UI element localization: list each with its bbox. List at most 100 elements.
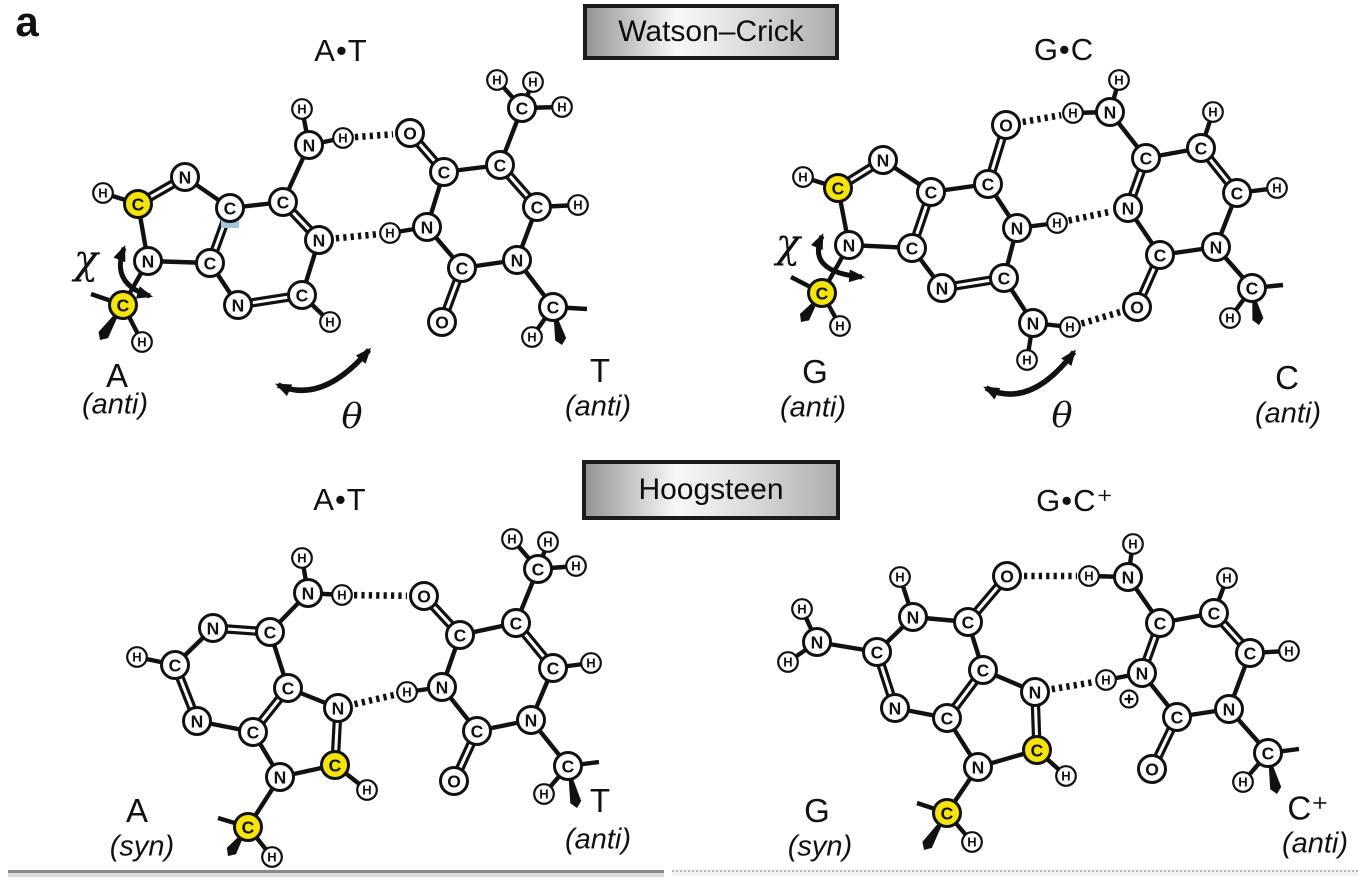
atom-A_N7 [170, 162, 200, 192]
atom-A_C6 [268, 187, 298, 217]
atom-C_C4 [1145, 608, 1175, 638]
atom-label: C [169, 655, 182, 675]
atom-A_H2 [319, 311, 341, 333]
hydrogen-bond [1051, 678, 1095, 693]
atom-A_N3 [182, 706, 212, 736]
theta-symbol-wc-gc: θ [1051, 396, 1073, 436]
atom-A_C1p [233, 812, 263, 842]
atom-label: H [586, 656, 595, 671]
atom-label: O [417, 586, 431, 606]
atom-label: N [877, 150, 890, 170]
atom-T_HM2 [537, 531, 559, 553]
atom-G_H1 [1046, 212, 1068, 234]
atom-label: O [1145, 759, 1159, 779]
atom-label: C [296, 285, 309, 305]
atom-label: H [1225, 311, 1234, 326]
atom-G_C6 [953, 607, 983, 637]
atom-G_H21 [1059, 316, 1081, 338]
atom-label: H [527, 330, 536, 345]
atom-G_C1p [932, 798, 962, 828]
atom-G_H21 [791, 598, 813, 620]
atom-label: O [447, 771, 461, 791]
conformation-t-wc: (anti) [564, 390, 632, 423]
atom-label: H [402, 685, 411, 700]
pair-label-wc-at: A•T [314, 33, 368, 68]
atom-A_N6 [294, 130, 324, 160]
atom-T_H3 [396, 681, 418, 703]
atom-label: H [539, 787, 548, 802]
atom-A_N6 [293, 578, 323, 608]
atom-C_C2 [1162, 702, 1192, 732]
atom-G_N2 [802, 627, 832, 657]
atom-T_N3 [412, 212, 442, 242]
atom-T_C1p [553, 751, 583, 781]
atom-label: C [998, 268, 1011, 288]
atom-T_C6 [538, 653, 568, 683]
atom-C_H6 [1278, 640, 1300, 662]
atom-label: H [325, 315, 334, 330]
atom-T_CM [507, 93, 537, 123]
atom-C_C5 [1186, 133, 1216, 163]
atom-label: C [516, 98, 529, 118]
atom-label: N [436, 677, 449, 697]
atom-A_H2 [126, 646, 148, 668]
atom-label: H [297, 102, 306, 117]
atom-label: H [1208, 105, 1217, 120]
atom-label: C [562, 756, 575, 776]
atom-C_H41 [1108, 69, 1130, 91]
atom-C_C1p [1237, 273, 1267, 303]
conformation-g-hg: (syn) [787, 830, 853, 863]
hydrogen-bond [353, 591, 408, 600]
atom-label: C [1244, 643, 1257, 663]
atom-label: H [507, 532, 516, 547]
atom-label: N [1027, 313, 1040, 333]
atom-label: H [528, 75, 537, 90]
atom-C_H1p [1232, 771, 1254, 793]
watson-crick-title-box: Watson–Crick [583, 4, 839, 60]
atom-A_H61 [291, 98, 313, 120]
atom-label: N [1136, 663, 1149, 683]
atom-label: H [137, 335, 146, 350]
sugar-wedge-bond [226, 834, 244, 856]
conformation-g-wc: (anti) [779, 391, 847, 424]
bottom-rule-right [672, 870, 1358, 876]
conformation-a-hg: (syn) [109, 830, 175, 863]
atom-label: H [338, 131, 347, 146]
atom-G_H22 [777, 651, 799, 673]
atom-label: C [982, 174, 995, 194]
atom-label: O [1130, 297, 1144, 317]
pair-label-hg-gc: G•C⁺ [1036, 483, 1114, 518]
atom-label: C [242, 817, 255, 837]
atom-G_N1 [1002, 213, 1032, 243]
atom-G_O6 [991, 110, 1021, 140]
atom-label: N [207, 618, 220, 638]
panel-label: a [15, 0, 39, 45]
atom-G_N3 [927, 273, 957, 303]
atom-G_H1p [961, 831, 983, 853]
atom-A_C4 [238, 717, 268, 747]
atom-label: H [267, 850, 276, 865]
atom-A_C2 [287, 280, 317, 310]
atom-label: H [1284, 644, 1293, 659]
atom-label: H [132, 650, 141, 665]
atom-label: N [232, 295, 245, 315]
chi-rotation-arrow [113, 245, 154, 299]
chi-rotation-arrow [810, 233, 866, 283]
atom-A_C8 [123, 189, 153, 219]
conformation-a-wc: (anti) [81, 388, 149, 421]
atom-label: N [936, 278, 949, 298]
atom-A_H62 [332, 127, 354, 149]
atom-label: N [313, 230, 326, 250]
atom-A_H1p [261, 846, 283, 868]
atom-label: C [277, 192, 290, 212]
atom-C_H3 [1095, 669, 1117, 691]
atom-T_H6 [567, 194, 589, 216]
atom-label: C [1154, 613, 1167, 633]
atom-A_C5 [273, 673, 303, 703]
hydrogen-bond [354, 130, 394, 141]
atom-T_C2 [462, 716, 492, 746]
atom-T_HM1 [501, 528, 523, 550]
atom-label: N [843, 235, 856, 255]
